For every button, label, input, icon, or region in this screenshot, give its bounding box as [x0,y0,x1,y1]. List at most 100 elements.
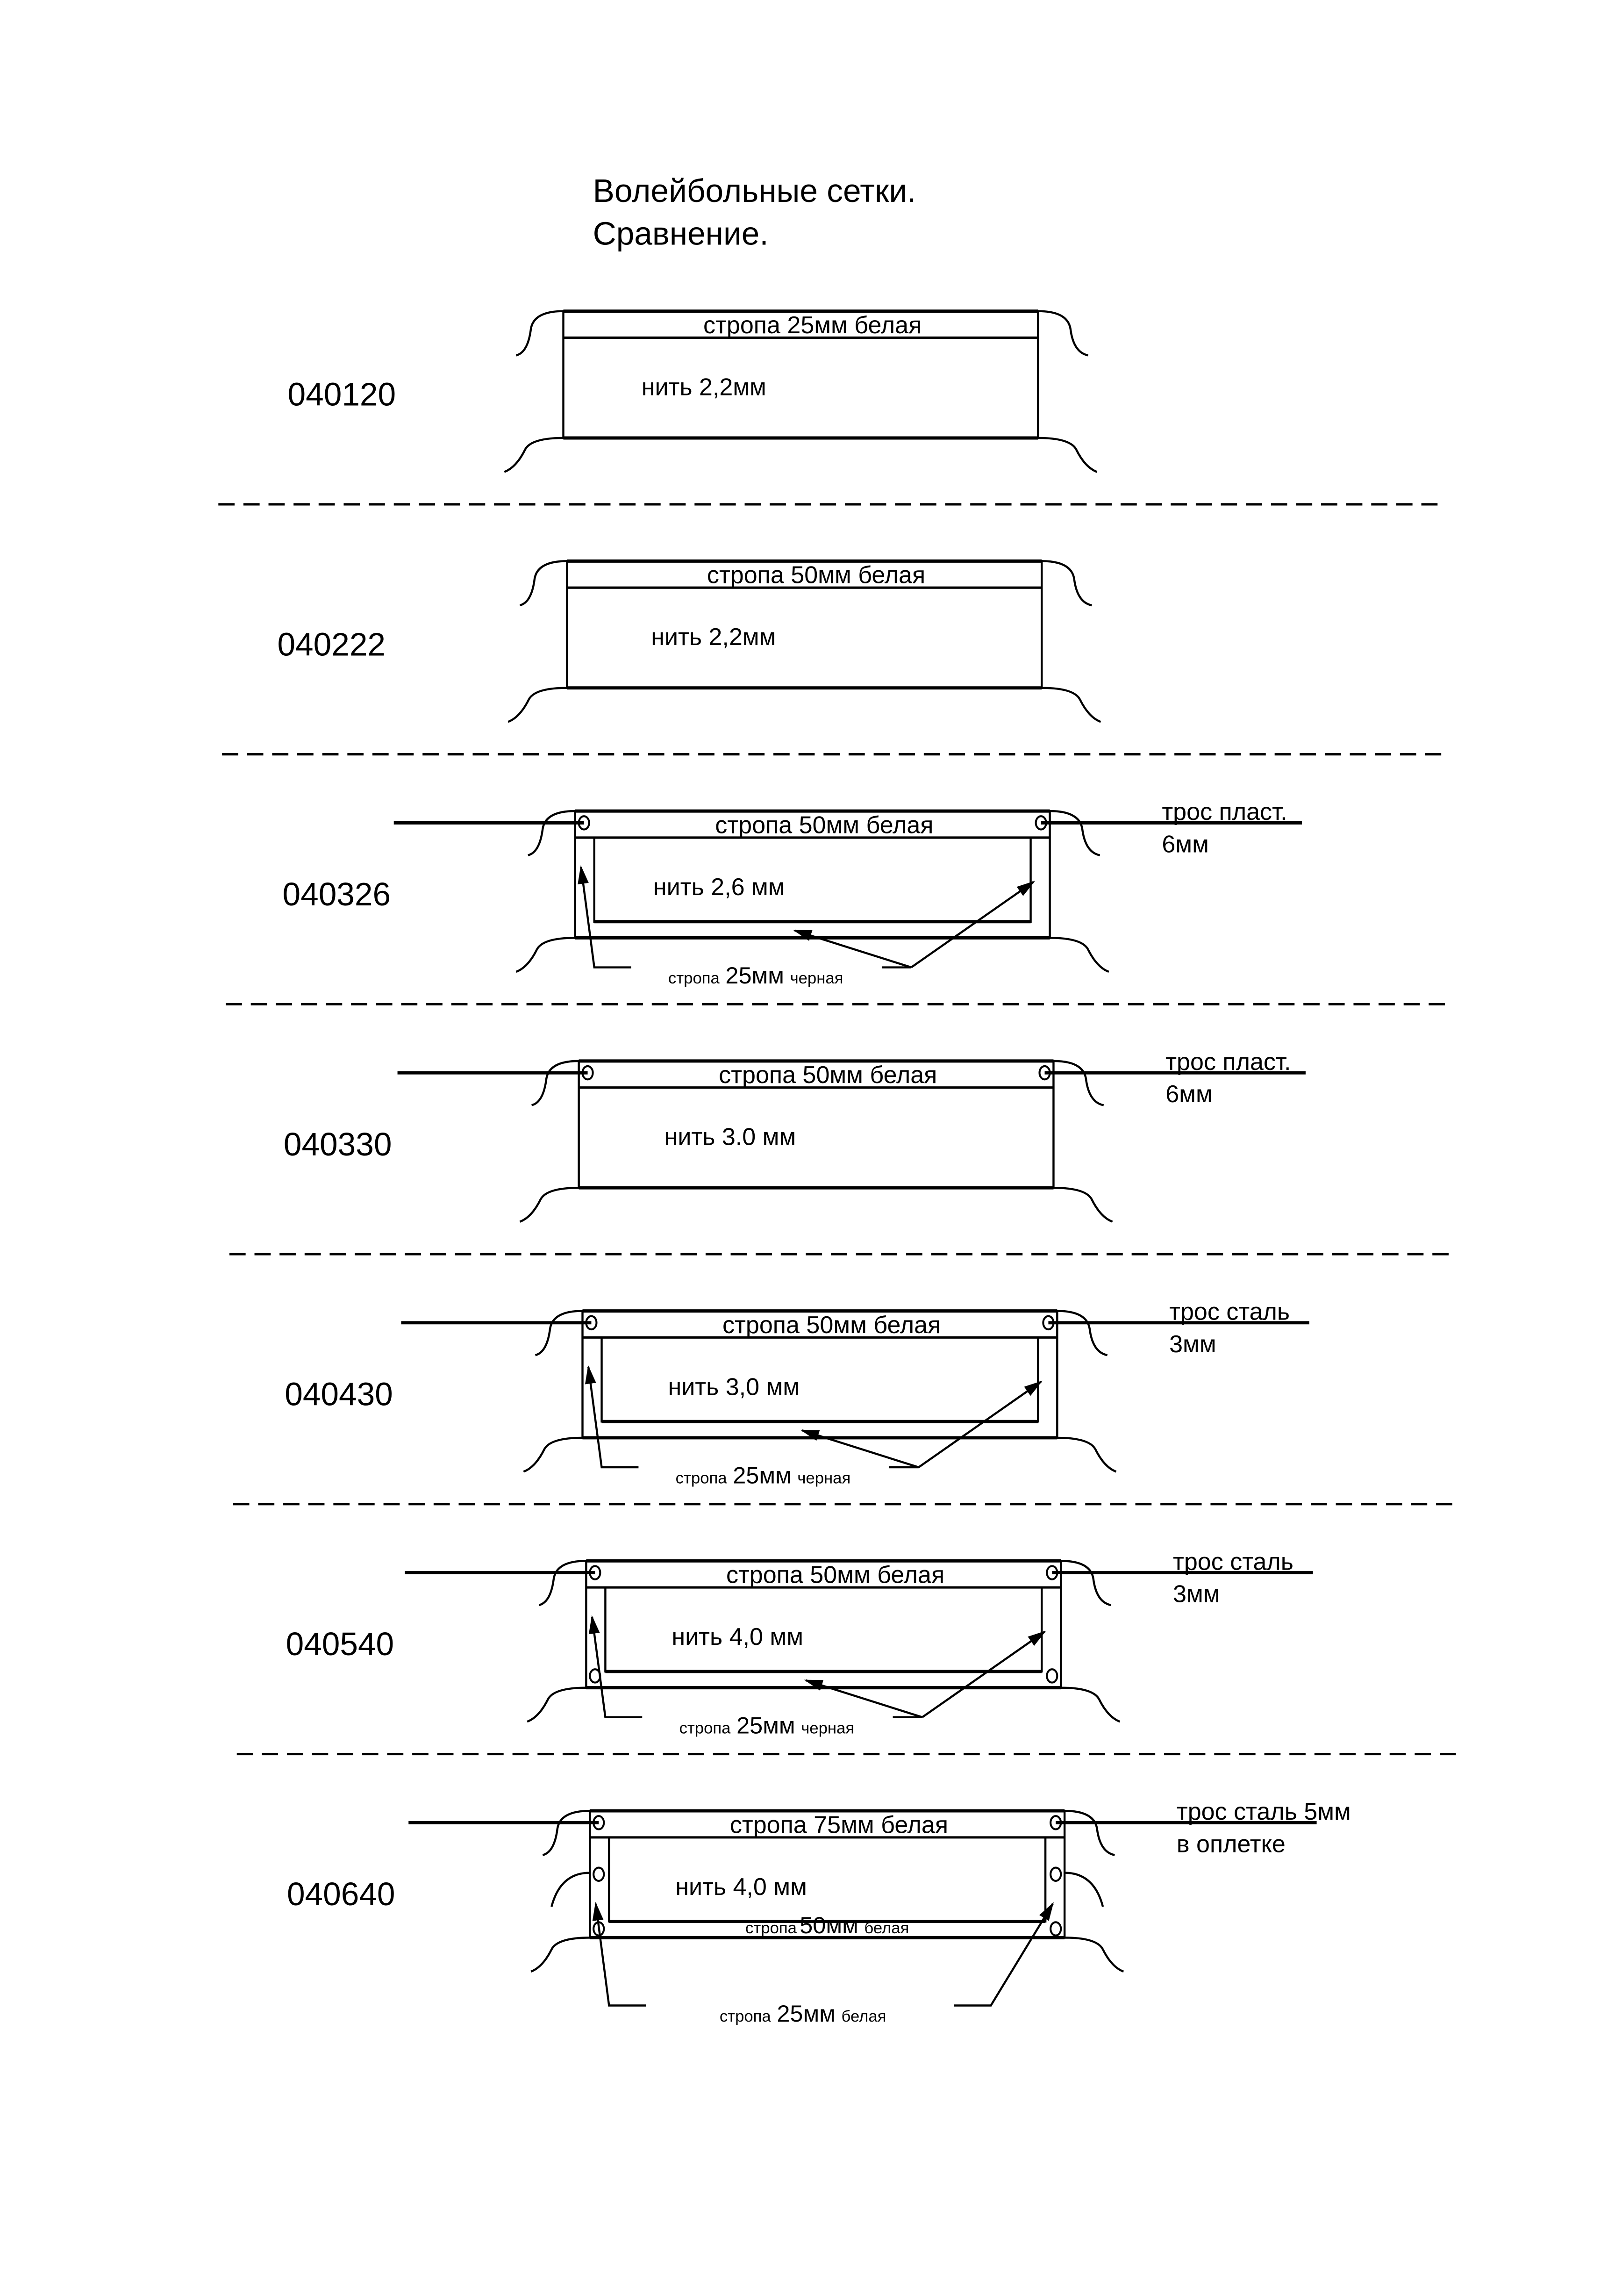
grommet-icon [585,1315,598,1331]
thread-label: нить 3,0 мм [668,1373,800,1400]
thread-label: нить 4,0 мм [672,1623,803,1650]
rope-label-line-1: трос пласт. [1165,1048,1291,1076]
left-post-curl-bottom [530,1937,590,1973]
left-post-curl-bottom [523,1436,583,1473]
product-code: 040640 [287,1876,395,1912]
product-code: 040330 [284,1126,392,1162]
callout-left-leader [592,1901,646,2007]
top-strap-label: стропа 50мм белая [722,1312,941,1339]
product-code: 040222 [277,626,386,662]
right-post-curl-bottom [1042,687,1101,723]
top-strap-label: стропа 75мм белая [730,1811,948,1838]
net-section-040330: 040330 стропа 50мм белая нить 3.0 мм трос п… [229,1048,1451,1256]
thread-label: нить 4,0 мм [675,1873,807,1901]
grommet-icon [1046,1668,1058,1684]
callout-bottom-leader [793,929,912,969]
grommet-icon [589,1565,601,1580]
rope-label-line-1: трос сталь 5мм [1177,1798,1351,1825]
right-post-curl-top [1057,1310,1108,1356]
rope-label-line-2: 3мм [1173,1581,1220,1608]
right-post-curl-bottom [1057,1436,1117,1473]
grommet-icon [578,815,590,831]
title-line-1: Волейбольные сетки. [593,172,916,209]
thread-label: нить 2,6 мм [653,874,785,901]
grommet-icon [1035,815,1047,831]
net-section-040430: 040430 стропа 50мм белая нить 3,0 мм трос с… [233,1299,1454,1506]
inner-side-straps [608,1837,1047,1923]
title-line-2: Сравнение. [593,215,769,252]
callout-left-leader [585,1365,639,1469]
callout-left-leader [588,1615,643,1718]
net-section-040222: 040222 стропа 50мм белая нить 2,2мм [222,559,1443,756]
right-post-curl-bottom [1038,437,1098,473]
rope-label-line-1: трос сталь [1173,1548,1293,1575]
grommet-icon [1050,1921,1062,1937]
right-post-curl-bottom [1053,1186,1113,1223]
callout-right-leader [910,881,1036,969]
top-strap-label: стропа 50мм белая [726,1562,944,1589]
callout-bottom-leader [800,1429,919,1469]
grommet-icon [1050,1815,1062,1830]
left-post-curl-mid [550,1872,590,1907]
left-post-curl-top [535,1310,583,1356]
rope-label-line-1: трос сталь [1169,1299,1290,1326]
left-post-curl-bottom [504,437,564,473]
left-post-curl-top [515,310,564,357]
left-post-curl-bottom [527,1686,586,1723]
rope-label-line-1: трос пласт. [1162,798,1287,825]
top-strap-label: стропа 50мм белая [707,562,925,589]
callout-right-leader [954,1902,1054,2007]
left-post-curl-top [519,560,567,607]
net-section-040326: 040326 стропа 50мм белая нить 2,6 мм трос п… [226,798,1447,1005]
rope-label-line-2: 6мм [1162,831,1209,858]
callout-right-leader [918,1380,1043,1468]
right-post-curl-top [1061,1560,1112,1607]
grommet-icon [593,1866,605,1882]
left-post-curl-bottom [515,937,575,973]
grommet-icon [1050,1866,1062,1882]
right-post-curl-top [1053,1060,1104,1106]
right-post-curl-bottom [1061,1686,1121,1723]
product-code: 040120 [288,376,396,413]
inner-side-straps [600,1337,1039,1423]
rope-label-line-2: 3мм [1169,1331,1216,1358]
right-post-curl-top [1050,810,1100,856]
right-post-curl-bottom [1065,1937,1124,1973]
thread-label: нить 2,2мм [651,624,776,651]
right-post-curl-mid [1065,1872,1104,1907]
top-strap-label: стропа 25мм белая [703,312,922,339]
left-post-curl-top [531,1060,579,1106]
rope-label-line-2: в оплетке [1177,1830,1286,1858]
product-code: 040326 [283,876,391,912]
grommet-icon [1042,1315,1055,1331]
thread-label: нить 3.0 мм [665,1124,796,1151]
net-section-040120: 040120 стропа 25мм белая нить 2,2мм [218,309,1439,506]
top-strap-label: стропа 50мм белая [719,1062,937,1089]
inner-side-straps [604,1587,1043,1673]
net-section-040640: 040640 стропа 75мм белая нить 4,0 мм трос с… [287,1798,1351,2027]
right-post-curl-top [1038,310,1089,357]
grommet-icon [1046,1565,1058,1580]
grommet-icon [581,1065,594,1081]
product-code: 040540 [286,1626,394,1662]
left-post-curl-bottom [519,1186,579,1223]
grommet-icon [1038,1065,1051,1081]
thread-label: нить 2,2мм [642,373,766,401]
left-post-curl-bottom [507,687,567,723]
left-post-curl-top [538,1560,586,1607]
net-section-040540: 040540 стропа 50мм белая нить 4,0 мм трос с… [236,1548,1458,1756]
callout-bottom-leader [804,1679,923,1718]
right-post-curl-top [1042,560,1093,607]
right-post-curl-top [1065,1809,1115,1856]
rope-label-line-2: 6мм [1165,1081,1213,1108]
top-strap-label: стропа 50мм белая [715,811,933,839]
product-code: 040430 [285,1376,393,1413]
callout-left-leader [578,865,631,969]
left-post-curl-top [528,810,575,856]
